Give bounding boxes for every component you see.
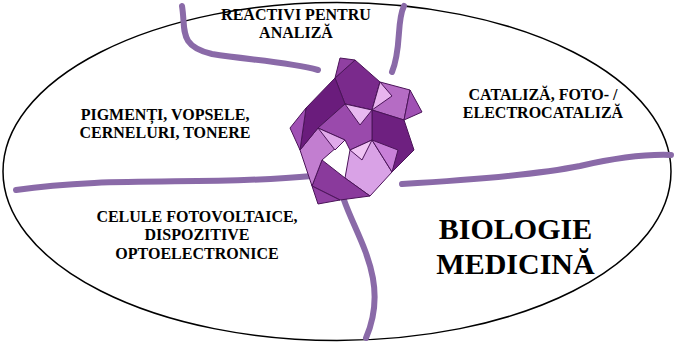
divider-line [16,176,312,190]
polyhedron [312,186,340,204]
polyhedron [335,58,355,78]
divider-line [402,155,671,184]
divider-line [344,200,375,338]
divider-line [392,6,404,72]
polyhedron-face [318,128,345,150]
polyhedral-cluster [290,58,422,204]
region-label: PIGMENȚI, VOPSELE, CERNELURI, TONERE [45,106,285,143]
region-title: BIOLOGIE MEDICINĂ [418,212,613,281]
polyhedron [404,90,422,120]
region-label: CELULE FOTOVOLTAICE, DISPOZITIVE OPTOELE… [62,208,332,263]
outer-ellipse [3,3,671,341]
region-label: CATALIZĂ, FOTO- / ELECTROCATALIZĂ [420,86,666,123]
polyhedron-face [345,104,372,125]
polyhedron-face [350,140,372,160]
polyhedron-face [372,140,398,172]
polyhedron-face [372,82,392,110]
region-label: REACTIVI PENTRU ANALIZĂ [206,6,386,43]
divider-lines [16,6,671,338]
polyhedron [318,104,372,150]
polyhedron [290,108,306,150]
